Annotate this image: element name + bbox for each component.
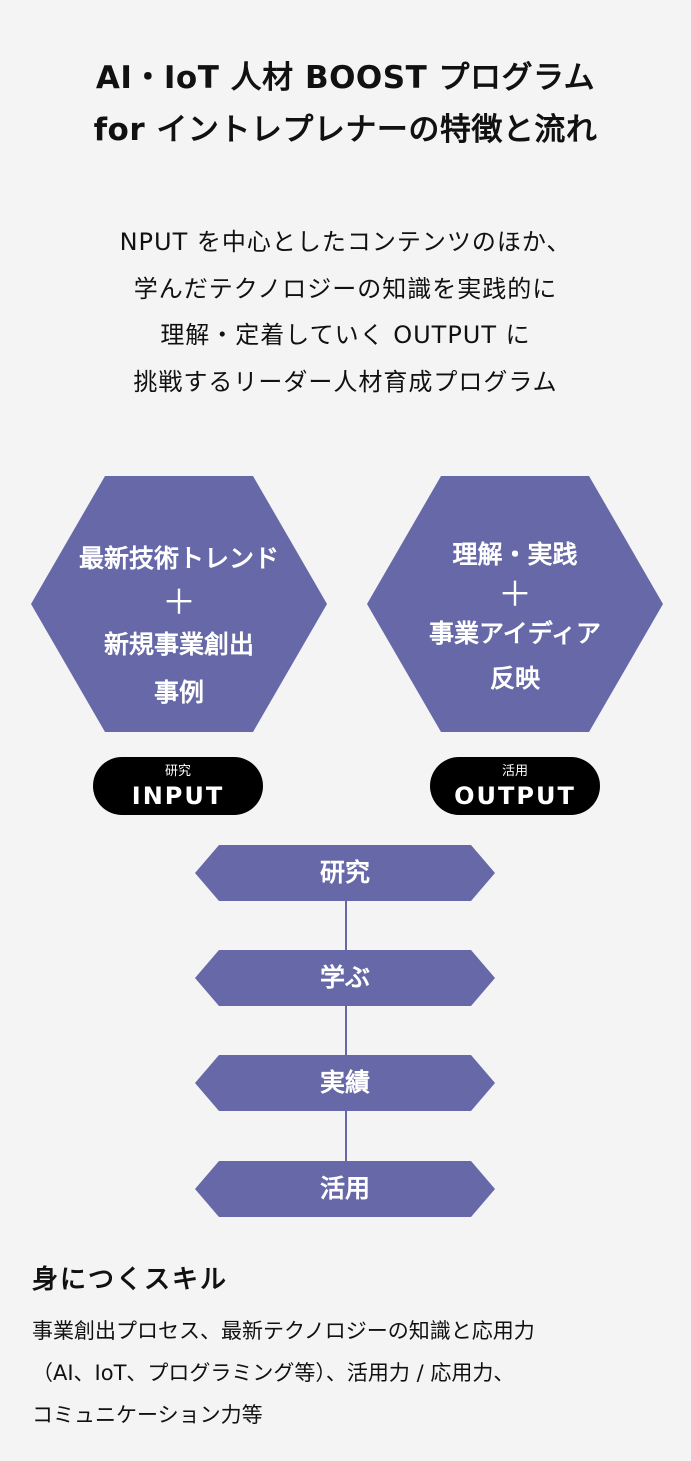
flow-step-research: 研究 [195,845,495,901]
plus-icon: ＋ [498,575,532,615]
page-title-line-2: for イントレプレナーの特徴と流れ [93,112,598,148]
input-pill-label: INPUT [131,782,225,810]
input-hexagon-line-3: 事例 [153,678,204,707]
output-hexagon-line-1: 理解・実践 [452,540,578,569]
output-pill-sublabel: 活用 [501,764,528,779]
intro-line-1: NPUT を中心としたコンテンツのほか、 [119,228,572,256]
intro-line-4: 挑戦するリーダー人材育成プログラム [133,368,558,396]
input-pill: 研究 INPUT [93,757,263,815]
input-hexagon-line-1: 最新技術トレンド [78,544,279,573]
input-hexagon-line-2: 新規事業創出 [103,630,254,659]
skills-line-2: （AI、IoT、プログラミング等）、活用力 / 応用力、 [32,1361,515,1385]
input-hexagon: 最新技術トレンド ＋ 新規事業創出 事例 [31,476,327,732]
flow-step-learn: 学ぶ [195,950,495,1006]
skills-line-3: コミュニケーション力等 [32,1403,263,1427]
skills-line-1: 事業創出プロセス、最新テクノロジーの知識と応用力 [32,1319,535,1343]
input-pill-sublabel: 研究 [164,764,191,779]
flow-step-utilize: 活用 [195,1161,495,1217]
page-title-line-1: AI・IoT 人材 BOOST プログラム [95,60,596,96]
flow-connector-line [345,900,347,1162]
plus-icon: ＋ [162,583,196,623]
intro-line-2: 学んだテクノロジーの知識を実践的に [133,275,558,303]
skills-heading: 身につくスキル [32,1265,229,1295]
output-pill: 活用 OUTPUT [430,757,600,815]
output-pill-label: OUTPUT [454,782,576,810]
flow-step-results: 実績 [195,1055,495,1111]
output-hexagon-line-3: 反映 [489,664,540,693]
intro-line-3: 理解・定着していく OUTPUT に [160,321,531,349]
output-hexagon: 理解・実践 ＋ 事業アイディア 反映 [367,476,663,732]
output-hexagon-line-2: 事業アイディア [428,619,601,648]
